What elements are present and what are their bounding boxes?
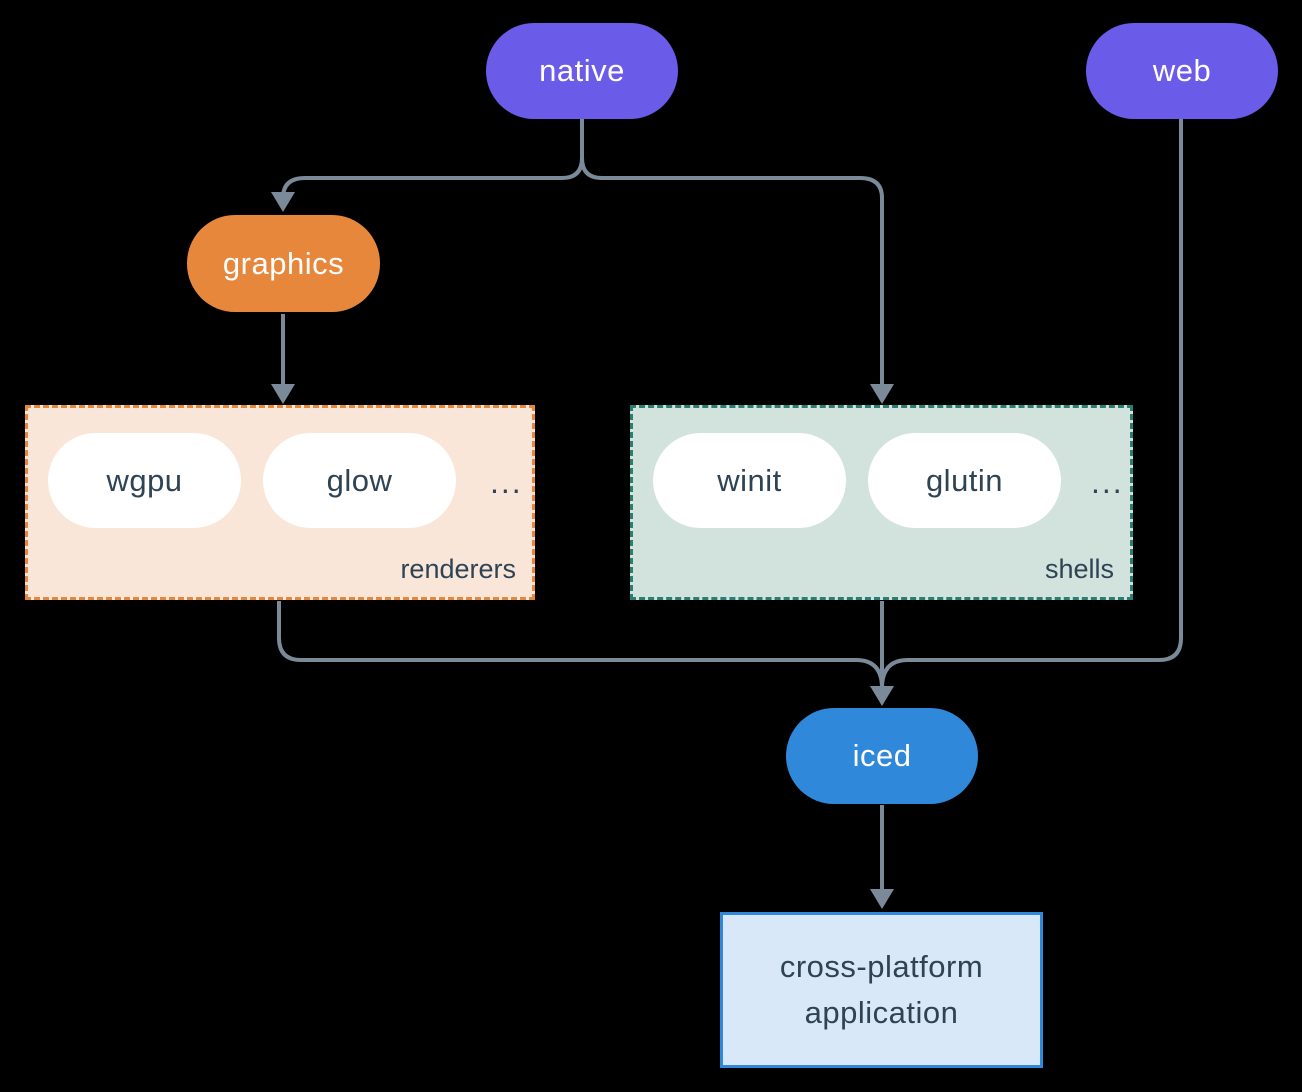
arrowhead-into-shells <box>870 384 894 404</box>
node-glow: glow <box>263 433 456 528</box>
group-renderers: wgpu glow ... renderers <box>25 405 535 600</box>
connector-native-graphics <box>281 119 584 199</box>
shells-group-label: shells <box>1044 554 1114 584</box>
application-label-line2: application <box>804 995 959 1030</box>
connector-native-shells <box>580 119 884 385</box>
node-native-label: native <box>539 53 625 88</box>
renderers-ellipsis: ... <box>490 464 523 500</box>
node-glow-label: glow <box>326 462 393 498</box>
node-native: native <box>486 23 678 119</box>
arrowhead-into-graphics <box>271 192 295 212</box>
node-wgpu-label: wgpu <box>106 462 183 498</box>
node-web: web <box>1086 23 1278 119</box>
node-glutin-label: glutin <box>925 462 1004 498</box>
arrowhead-into-application <box>870 889 894 909</box>
arrowhead-into-iced <box>870 686 894 706</box>
connector-renderers-iced <box>277 601 884 689</box>
node-iced: iced <box>786 708 978 804</box>
node-graphics-label: graphics <box>222 245 345 281</box>
node-glutin: glutin <box>868 433 1061 528</box>
node-graphics: graphics <box>187 215 380 312</box>
group-shells: winit glutin ... shells <box>630 405 1133 600</box>
node-iced-label: iced <box>852 738 912 773</box>
application-label-line1: cross-platform <box>779 949 984 984</box>
node-cross-platform-application: cross-platform application <box>720 912 1043 1068</box>
node-winit-label: winit <box>717 462 782 498</box>
node-wgpu: wgpu <box>48 433 241 528</box>
renderers-group-label: renderers <box>400 554 516 584</box>
connector-web-iced <box>880 119 1183 689</box>
node-winit: winit <box>653 433 846 528</box>
shells-ellipsis: ... <box>1091 464 1124 500</box>
arrowhead-into-renderers <box>271 384 295 404</box>
node-web-label: web <box>1152 53 1212 88</box>
